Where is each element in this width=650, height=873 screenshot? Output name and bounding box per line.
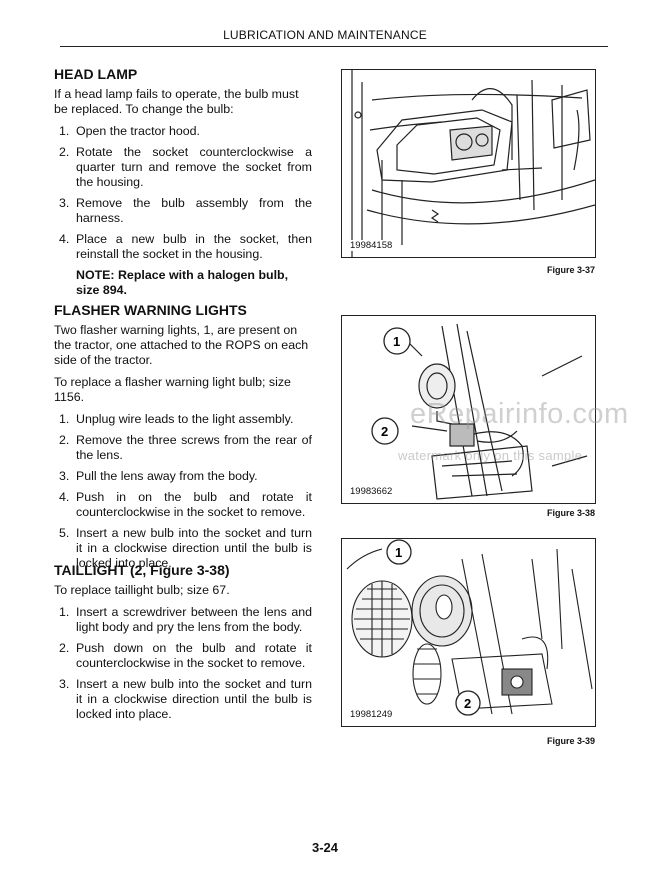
section-heading: TAILLIGHT (2, Figure 3-38): [54, 562, 230, 578]
step-number: 1.: [59, 124, 70, 138]
list-item: 1. Open the tractor hood.: [54, 124, 312, 139]
list-item: 2. Push down on the bulb and rotate it co…: [54, 641, 312, 671]
step-text: Open the tractor hood.: [76, 124, 200, 138]
step-text: Insert a screwdriver between the lens an…: [76, 605, 312, 634]
list-item: 1. Unplug wire leads to the light assembl…: [54, 412, 312, 427]
flasher-light-drawing: 1 2: [371, 323, 588, 500]
figure-id: 19981249: [348, 709, 395, 720]
head-lamp-drawing: [351, 70, 595, 257]
watermark-subtext: watermark only on this sample: [398, 448, 583, 463]
figure-flasher-light-illustration: 1 2 19983662: [341, 315, 596, 504]
note-text: NOTE: Replace with a halogen bulb, size …: [76, 268, 289, 297]
list-item: 5. Insert a new bulb into the socket and …: [54, 526, 312, 571]
callout-label: 2: [464, 696, 471, 711]
section-intro: To replace taillight bulb; size 67.: [54, 583, 230, 597]
step-text: Insert a new bulb into the socket and tu…: [76, 526, 312, 570]
step-text: Remove the bulb assembly from the harnes…: [76, 196, 312, 225]
step-list: 1. Insert a screwdriver between the lens …: [54, 605, 312, 722]
step-text: Remove the three screws from the rear of…: [76, 433, 312, 462]
step-text: Place a new bulb in the socket, then rei…: [76, 232, 312, 261]
step-number: 4.: [59, 490, 70, 504]
figure-caption: Figure 3-39: [547, 736, 596, 746]
section-head-lamp: HEAD LAMP If a head lamp fails to operat…: [54, 66, 312, 298]
figure-caption: Figure 3-38: [547, 508, 596, 518]
list-item: 3. Pull the lens away from the body.: [54, 469, 312, 484]
section-heading: FLASHER WARNING LIGHTS: [54, 302, 247, 318]
step-text: Push down on the bulb and rotate it coun…: [76, 641, 312, 670]
figure-taillight-illustration: 1 2 19981249: [341, 538, 596, 727]
section-flasher-warning-lights: FLASHER WARNING LIGHTS Two flasher warni…: [54, 302, 312, 577]
callout-label: 1: [395, 545, 402, 560]
callout-label: 1: [393, 334, 400, 349]
figure-head-lamp-illustration: 19984158: [341, 69, 596, 258]
list-item: 1. Insert a screwdriver between the lens …: [54, 605, 312, 635]
step-number: 3.: [59, 469, 70, 483]
taillight-drawing: 1 2: [346, 539, 593, 716]
section-intro: Two flasher warning lights, 1, are prese…: [54, 323, 309, 367]
list-item: 4. Push in on the bulb and rotate it coun…: [54, 490, 312, 520]
step-number: 2.: [59, 145, 70, 159]
step-number: 1.: [59, 605, 70, 619]
step-number: 3.: [59, 196, 70, 210]
step-text: Rotate the socket counterclockwise a qua…: [76, 145, 312, 189]
list-item: 3. Remove the bulb assembly from the harn…: [54, 196, 312, 226]
step-number: 2.: [59, 433, 70, 447]
section-intro: If a head lamp fails to operate, the bul…: [54, 87, 299, 116]
page-number: 3-24: [311, 840, 339, 855]
step-text: Insert a new bulb into the socket and tu…: [76, 677, 312, 721]
figure-id: 19983662: [348, 486, 395, 497]
step-list: 1. Unplug wire leads to the light assembl…: [54, 412, 312, 571]
list-item: 2. Remove the three screws from the rear …: [54, 433, 312, 463]
step-number: 5.: [59, 526, 70, 540]
header-rule: [60, 46, 608, 47]
list-item: 4. Place a new bulb in the socket, then r…: [54, 232, 312, 262]
step-number: 4.: [59, 232, 70, 246]
watermark-text: eRepairinfo.com: [410, 398, 629, 430]
page-header: LUBRICATION AND MAINTENANCE: [223, 28, 427, 42]
step-text: Unplug wire leads to the light assembly.: [76, 412, 294, 426]
figure-id: 19984158: [348, 240, 395, 251]
step-list: 1. Open the tractor hood. 2. Rotate the so…: [54, 124, 312, 262]
list-item: 3. Insert a new bulb into the socket and …: [54, 677, 312, 722]
step-text: Pull the lens away from the body.: [76, 469, 258, 483]
figure-caption: Figure 3-37: [547, 265, 596, 275]
step-number: 2.: [59, 641, 70, 655]
step-number: 1.: [59, 412, 70, 426]
step-text: Push in on the bulb and rotate it counte…: [76, 490, 312, 519]
callout-label: 2: [381, 424, 388, 439]
section-intro-secondary: To replace a flasher warning light bulb;…: [54, 375, 291, 404]
section-taillight: TAILLIGHT (2, Figure 3-38) To replace ta…: [54, 562, 312, 728]
section-heading: HEAD LAMP: [54, 66, 138, 82]
list-item: 2. Rotate the socket counterclockwise a q…: [54, 145, 312, 190]
step-number: 3.: [59, 677, 70, 691]
